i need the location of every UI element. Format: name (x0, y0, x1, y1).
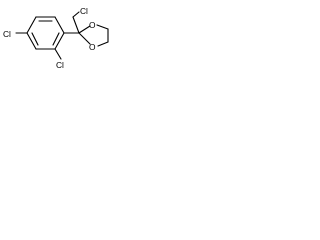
bond-o-upper-to-ch2 (96, 24, 109, 30)
bond-ketal-carbon-to-ch2 (72, 16, 80, 34)
benzene-ring (26, 16, 65, 50)
bond-o-lower-to-ketal-carbon (78, 32, 91, 45)
bond-ch2-to-chlorine (72, 11, 80, 18)
chemical-structure-diagram: Cl Cl Cl O O (3, 6, 109, 70)
ring-bond-c1-c2 (54, 32, 65, 50)
bond-ortho-chlorine (54, 48, 62, 60)
ring-bond-c6-c1 (54, 16, 65, 34)
ring-double-bond-inner-2 (31, 32, 39, 46)
chlorine-label-ortho: Cl (56, 60, 64, 70)
bond-ketal-carbon-to-o-upper (78, 25, 91, 34)
ring-bond-c4-c5 (26, 16, 37, 34)
bond-ch2-to-o-lower (97, 41, 109, 47)
chlorine-label-chloromethyl: Cl (80, 6, 88, 16)
oxygen-label-lower: O (89, 42, 96, 52)
oxygen-label-upper: O (89, 20, 96, 30)
ring-double-bond-inner-3 (52, 32, 60, 46)
chlorine-label-para: Cl (3, 29, 11, 39)
ring-bond-c3-c4 (26, 32, 37, 50)
dioxolane-ring (78, 24, 109, 47)
